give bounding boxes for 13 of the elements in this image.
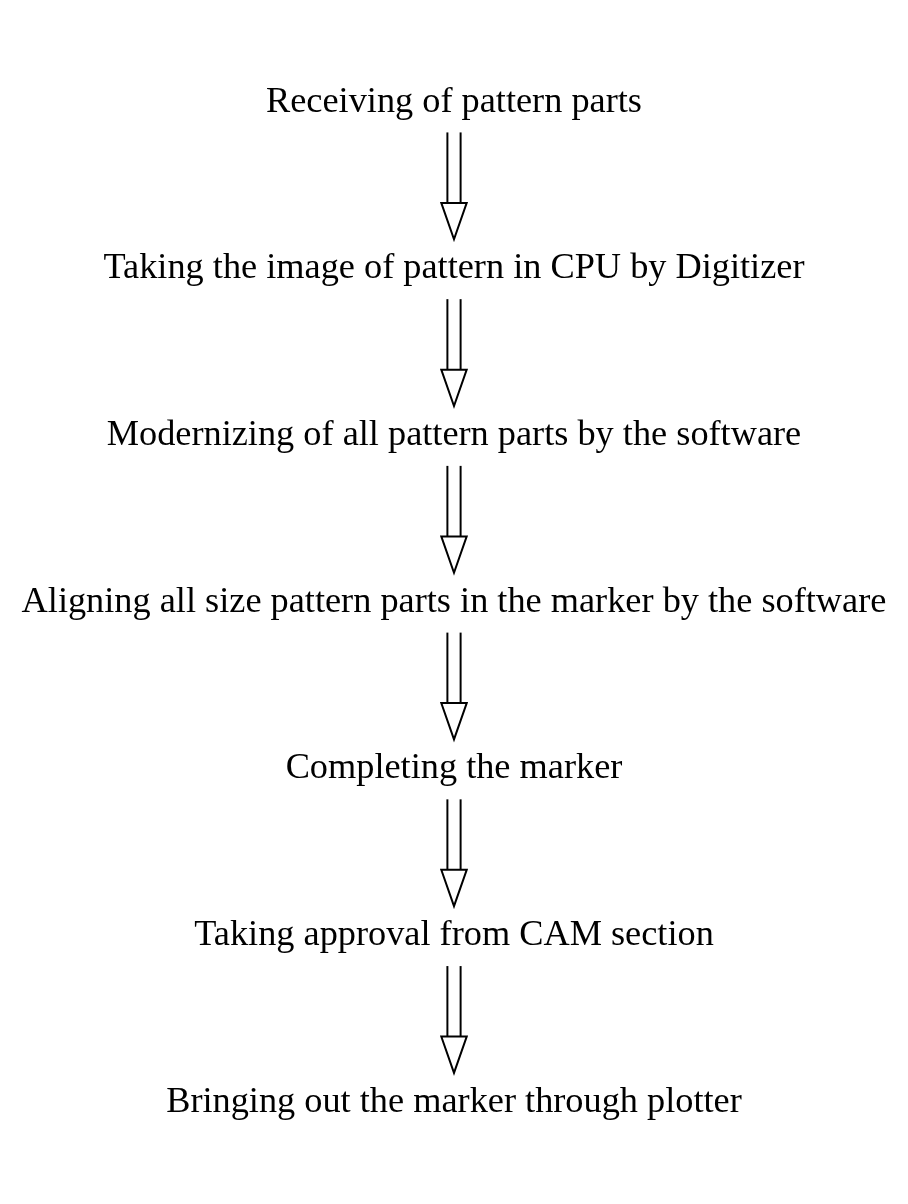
node-text: Modernizing of all pattern parts by the software: [106, 412, 802, 453]
node-text: Taking the image of pattern in CPU by Digitizer: [103, 245, 805, 286]
node-text: Taking approval from CAM section: [194, 912, 714, 953]
arrow: [439, 964, 469, 1076]
arrow: [439, 130, 469, 242]
node-text: Completing the marker: [285, 745, 623, 786]
arrow: [439, 631, 469, 742]
arrow: [439, 797, 469, 909]
arrow: [439, 297, 469, 409]
arrow: [439, 464, 469, 576]
node-text: Bringing out the marker through plotter: [166, 1079, 742, 1120]
node-text: Aligning all size pattern parts in the marker by the software: [21, 579, 887, 620]
node-text: Receiving of pattern parts: [266, 79, 642, 120]
